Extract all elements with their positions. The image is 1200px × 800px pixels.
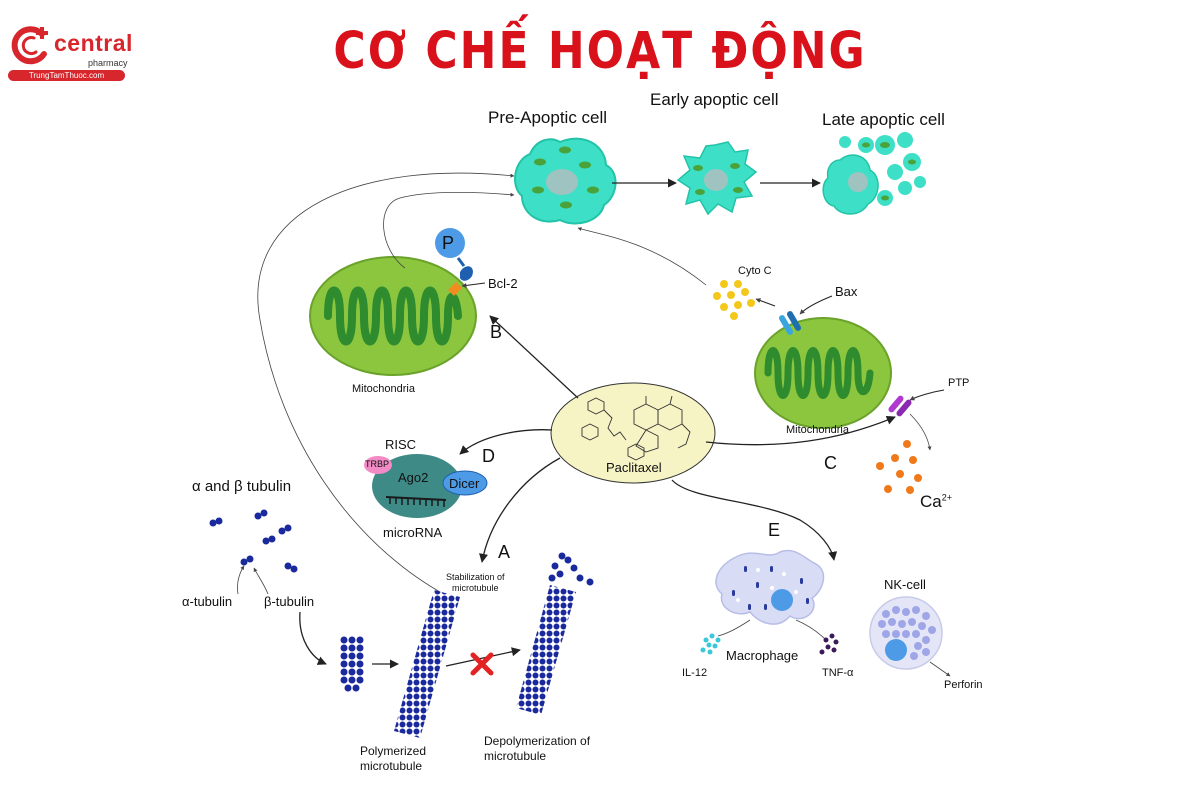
late-apoptotic-cell [822,132,926,215]
label-beta-tubulin: β-tubulin [264,594,315,609]
tubulin-dimer-stack [340,636,364,692]
pathway-c-arrow [705,415,896,446]
label-late-apoptotic: Late apoptic cell [822,110,945,129]
page-title: CƠ CHẾ HOẠT ĐỘNG [333,22,867,81]
phosphate-label: P [442,233,455,253]
label-polymerized-line2: microtubule [360,759,423,773]
depolymerizing-microtubule [516,552,594,715]
label-depolymerization-line2: microtubule [484,749,547,763]
pathway-e-arrow [671,479,838,561]
pharmacy-logo-icon [11,26,48,65]
phosphate-icon [435,228,465,258]
label-depolymerization-line1: Depolymerization of [484,734,591,748]
pathway-d-label: D [482,446,495,466]
pathway-a-arrow [479,457,561,563]
pathway-d-arrow [459,429,553,455]
pathway-b-label: B [490,322,503,342]
nk-cell [869,596,943,670]
early-apoptotic-cell [676,141,758,216]
calcium-charge: 2+ [941,492,952,503]
label-bcl2: Bcl-2 [488,276,518,291]
label-mitochondria-left: Mitochondria [352,383,415,395]
logo-site-bar: TrungTamThuoc.com [8,70,125,81]
label-dicer: Dicer [449,476,480,491]
label-risc: RISC [385,437,417,452]
label-microrna: microRNA [383,525,443,540]
label-cyto-c: Cyto C [738,265,772,277]
label-pre-apoptotic: Pre-Apoptic cell [488,108,608,127]
label-il12: IL-12 [682,667,708,679]
paclitaxel-structure [550,382,716,484]
label-ago2: Ago2 [398,470,429,485]
calcium-ions [876,440,922,494]
label-tubulin: α and β tubulin [192,478,292,495]
pathway-c-label: C [824,453,837,473]
label-nk-cell: NK-cell [884,577,926,592]
tnf-molecules [819,633,839,655]
logo-site: TrungTamThuoc.com [28,71,105,80]
macrophage-cell [715,549,825,625]
label-polymerized-line1: Polymerized [360,744,427,758]
label-macrophage: Macrophage [726,648,799,663]
label-tnf: TNF-α [822,667,854,679]
cyto-c-molecules [713,280,755,320]
label-paclitaxel: Paclitaxel [606,460,662,475]
label-stabilization-line2: microtubule [452,583,499,593]
risc-complex [364,454,488,518]
label-perforin: Perforin [944,679,983,691]
mitochondria-left [309,256,477,376]
blocked-x-icon [470,652,494,676]
pre-apoptotic-cell [514,137,617,225]
free-tubulin [209,509,298,573]
calcium-symbol: Ca [920,492,942,511]
bcl2-complex [435,228,473,296]
brand-logo: central pharmacy TrungTamThuoc.com [8,22,138,84]
polymerized-microtubule [394,590,460,738]
label-alpha-tubulin: α-tubulin [182,594,233,609]
label-mitochondria-right: Mitochondria [786,424,849,436]
pathway-b-arrow [489,315,579,399]
label-ptp: PTP [948,377,970,389]
label-stabilization-line1: Stabilization of [446,572,505,582]
label-trbp: TRBP [365,459,390,469]
il12-molecules [700,633,721,655]
mitochondria-right [754,311,912,429]
label-bax: Bax [835,284,858,299]
pathway-a-label: A [498,542,511,562]
label-calcium: Ca2+ [920,492,952,512]
pathway-e-label: E [768,520,781,540]
logo-wordmark: central [54,30,133,56]
logo-subtitle: pharmacy [88,58,128,68]
label-early-apoptotic: Early apoptic cell [650,90,779,109]
